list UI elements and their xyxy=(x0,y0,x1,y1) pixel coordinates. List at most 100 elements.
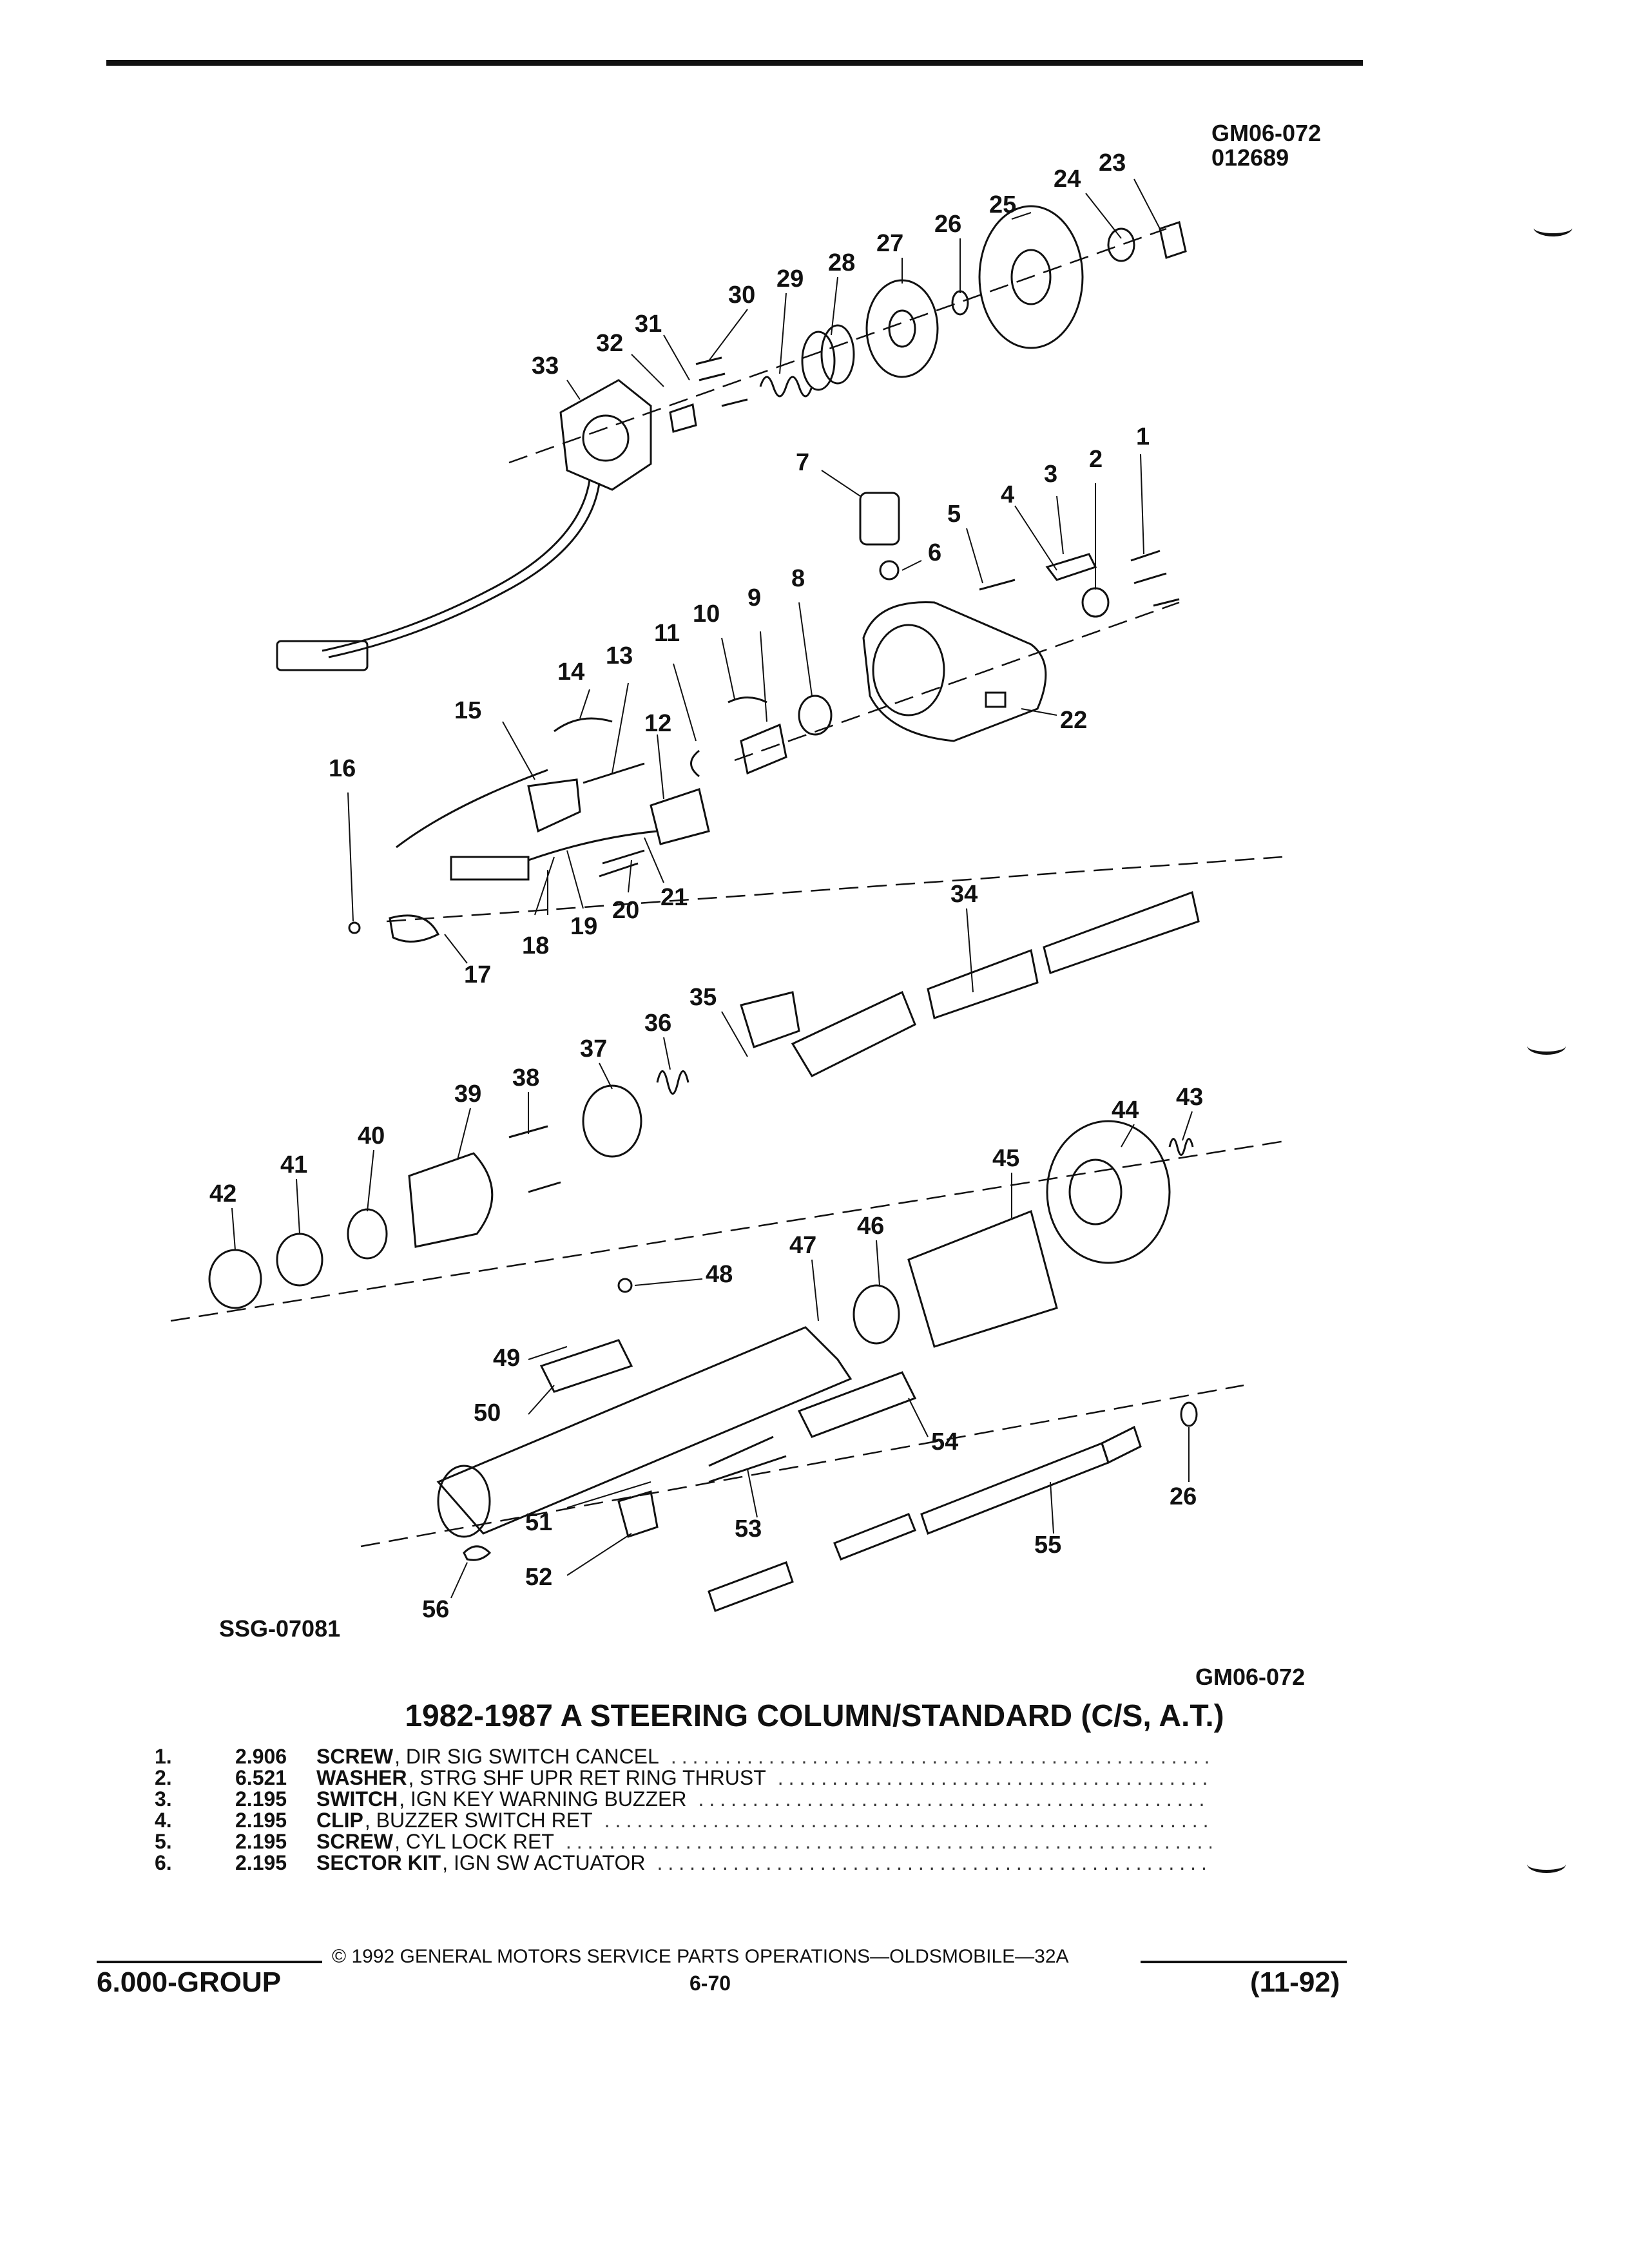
part-group: 2.195 xyxy=(235,1809,287,1832)
callout-21: 21 xyxy=(660,884,688,911)
callout-22: 22 xyxy=(1060,707,1087,734)
part-description: , IGN SW ACTUATOR xyxy=(442,1851,646,1874)
diagram-id-code: SSG-07081 xyxy=(219,1615,340,1642)
part-name: SECTOR KIT xyxy=(316,1851,441,1874)
exploded-steering-column-diagram: 1 2 3 4 5 6 7 8 9 10 11 12 13 14 15 16 1… xyxy=(170,149,1305,1688)
callout-3: 3 xyxy=(1044,461,1057,488)
leader-dots: ........................................… xyxy=(604,1809,1211,1832)
diagram-ref-code-bottom: GM06-072 xyxy=(1195,1664,1305,1688)
callout-36: 36 xyxy=(644,1010,671,1037)
callout-48: 48 xyxy=(706,1261,733,1288)
parts-row: 2. 6.521 WASHER , STRG SHF UPR RET RING … xyxy=(155,1766,1211,1789)
callout-23: 23 xyxy=(1099,149,1126,177)
footer-rule-right xyxy=(1141,1961,1347,1963)
callout-17: 17 xyxy=(464,961,491,988)
callout-4: 4 xyxy=(1001,481,1014,508)
callout-14: 14 xyxy=(557,658,584,686)
parts-drawing xyxy=(170,178,1289,1612)
callout-41: 41 xyxy=(280,1151,307,1178)
callout-47: 47 xyxy=(789,1232,816,1259)
callout-2: 2 xyxy=(1089,446,1103,473)
callout-35: 35 xyxy=(689,984,717,1011)
callout-1: 1 xyxy=(1136,423,1150,450)
callout-29: 29 xyxy=(776,265,804,293)
part-number: 3. xyxy=(155,1787,172,1811)
callout-28: 28 xyxy=(828,249,855,276)
part-number: 4. xyxy=(155,1809,172,1832)
callout-18: 18 xyxy=(522,932,549,959)
part-number: 5. xyxy=(155,1830,172,1853)
callout-40: 40 xyxy=(358,1122,385,1149)
parts-row: 1. 2.906 SCREW , DIR SIG SWITCH CANCEL .… xyxy=(155,1745,1211,1768)
callout-15: 15 xyxy=(454,697,481,724)
callout-30: 30 xyxy=(728,282,755,309)
callout-19: 19 xyxy=(570,913,597,940)
callout-52: 52 xyxy=(525,1564,552,1591)
part-number: 6. xyxy=(155,1851,172,1874)
copyright-line: © 1992 GENERAL MOTORS SERVICE PARTS OPER… xyxy=(332,1946,1069,1967)
callout-46: 46 xyxy=(857,1213,884,1240)
callout-44: 44 xyxy=(1112,1097,1139,1124)
callout-45: 45 xyxy=(992,1145,1019,1172)
parts-row: 5. 2.195 SCREW , CYL LOCK RET ..........… xyxy=(155,1830,1211,1853)
footer-rule-left xyxy=(97,1961,322,1963)
leader-dots: ........................................… xyxy=(657,1851,1211,1874)
part-description: , BUZZER SWITCH RET xyxy=(364,1809,593,1832)
parts-row: 3. 2.195 SWITCH , IGN KEY WARNING BUZZER… xyxy=(155,1787,1211,1811)
binding-mark xyxy=(1534,219,1572,236)
callout-56: 56 xyxy=(422,1596,449,1623)
callout-55: 55 xyxy=(1034,1532,1061,1559)
callout-11: 11 xyxy=(654,620,680,647)
callout-25: 25 xyxy=(989,191,1016,218)
callout-38: 38 xyxy=(512,1064,539,1091)
part-number: 2. xyxy=(155,1766,172,1789)
part-name: WASHER xyxy=(316,1766,407,1789)
part-group: 2.906 xyxy=(235,1745,287,1768)
callout-8: 8 xyxy=(791,565,805,592)
callout-6: 6 xyxy=(928,539,941,566)
leader-dots: ........................................… xyxy=(565,1830,1211,1853)
binding-mark xyxy=(1527,1037,1566,1055)
callout-27: 27 xyxy=(876,230,903,257)
callout-26: 26 xyxy=(934,211,961,238)
binding-mark xyxy=(1527,1856,1566,1873)
callout-37: 37 xyxy=(580,1035,607,1062)
part-number: 1. xyxy=(155,1745,172,1768)
leader-dots: ........................................… xyxy=(777,1766,1211,1789)
callout-7: 7 xyxy=(796,449,809,476)
callout-39: 39 xyxy=(454,1081,481,1108)
revision-date: (11-92) xyxy=(1250,1966,1340,1998)
callout-49: 49 xyxy=(493,1345,520,1372)
callout-12: 12 xyxy=(644,710,671,737)
top-rule xyxy=(106,60,1363,66)
callout-20: 20 xyxy=(612,897,639,924)
part-group: 2.195 xyxy=(235,1787,287,1811)
callout-51: 51 xyxy=(525,1509,552,1536)
part-description: , IGN KEY WARNING BUZZER xyxy=(399,1787,687,1811)
ref-number: 012689 xyxy=(1211,144,1289,171)
callout-50: 50 xyxy=(474,1399,501,1427)
callout-labels: 1 2 3 4 5 6 7 8 9 10 11 12 13 14 15 16 1… xyxy=(209,149,1305,1688)
part-description: , DIR SIG SWITCH CANCEL xyxy=(394,1745,659,1768)
part-description: , CYL LOCK RET xyxy=(394,1830,554,1853)
part-description: , STRG SHF UPR RET RING THRUST xyxy=(408,1766,766,1789)
part-group: 2.195 xyxy=(235,1830,287,1853)
callout-33: 33 xyxy=(532,352,559,380)
callout-32: 32 xyxy=(596,330,623,357)
part-group: 2.195 xyxy=(235,1851,287,1874)
callout-9: 9 xyxy=(747,584,761,611)
part-name: SCREW xyxy=(316,1745,394,1768)
callout-16: 16 xyxy=(329,755,356,782)
callout-34: 34 xyxy=(950,881,978,908)
parts-list: 1. 2.906 SCREW , DIR SIG SWITCH CANCEL .… xyxy=(155,1745,1211,1874)
ref-code: GM06-072 xyxy=(1211,120,1322,146)
parts-row: 4. 2.195 CLIP , BUZZER SWITCH RET ......… xyxy=(155,1809,1211,1832)
page-title: 1982-1987 A STEERING COLUMN/STANDARD (C/… xyxy=(405,1699,1224,1733)
part-name: SWITCH xyxy=(316,1787,398,1811)
group-label: 6.000-GROUP xyxy=(97,1966,282,1998)
callout-54: 54 xyxy=(931,1428,958,1456)
callout-13: 13 xyxy=(606,642,633,669)
callout-53: 53 xyxy=(735,1515,762,1542)
callout-5: 5 xyxy=(947,501,961,528)
callout-10: 10 xyxy=(693,601,720,628)
